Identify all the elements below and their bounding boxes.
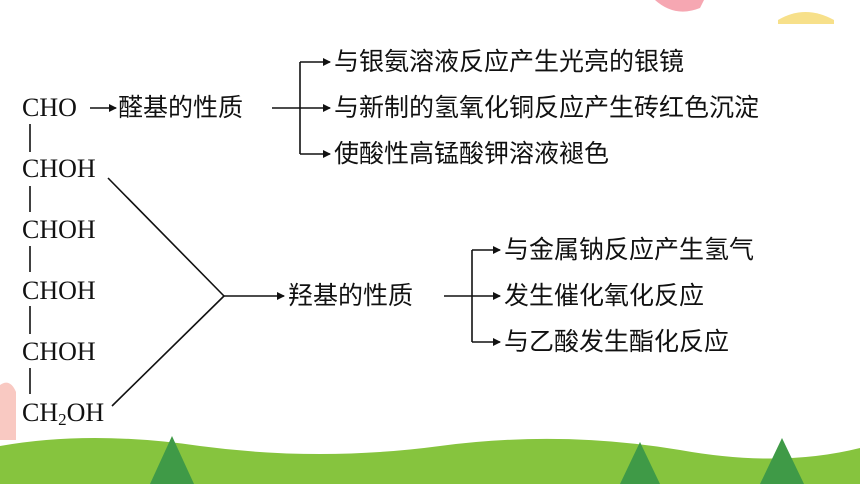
hydroxyl-title: 羟基的性质 [288, 281, 414, 310]
group-ch2oh: CH2OH [22, 398, 104, 435]
bracket-upper [107, 177, 225, 297]
hydroxyl-property-1: 与金属钠反应产生氢气 [504, 235, 755, 264]
ch2oh-prefix: CH [22, 398, 59, 427]
tree-middle [620, 442, 660, 484]
group-choh-4: CHOH [22, 337, 96, 366]
bracket-lower [111, 295, 225, 407]
group-choh-1: CHOH [22, 154, 96, 183]
group-choh-3: CHOH [22, 276, 96, 305]
yellow-sun-top-right [778, 12, 834, 24]
ch2oh-subscript: 2 [58, 410, 67, 429]
tree-right [760, 438, 804, 484]
hydroxyl-property-3: 与乙酸发生酯化反应 [504, 327, 730, 356]
aldehyde-property-3: 使酸性高锰酸钾溶液褪色 [334, 139, 610, 168]
group-cho: CHO [22, 93, 77, 122]
aldehyde-property-2: 与新制的氢氧化铜反应产生砖红色沉淀 [334, 93, 760, 122]
group-choh-2: CHOH [22, 215, 96, 244]
aldehyde-title: 醛基的性质 [118, 93, 244, 122]
tree-left [150, 436, 194, 484]
pink-petal-top [655, 0, 704, 12]
pink-blob-left [0, 382, 16, 440]
hydroxyl-property-2: 发生催化氧化反应 [504, 281, 705, 310]
aldehyde-property-1: 与银氨溶液反应产生光亮的银镜 [334, 47, 685, 76]
ch2oh-suffix: OH [66, 398, 105, 427]
